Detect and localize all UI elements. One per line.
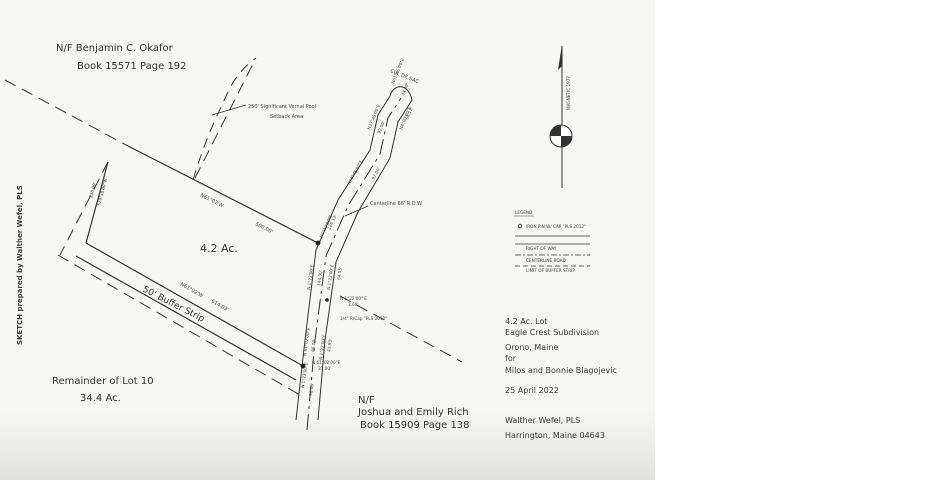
road-label-7d: 144.00': [316, 270, 323, 286]
legend-item-buffer: LIMIT OF BUFFER STRIP: [526, 268, 575, 273]
north-abutter-book: Book 15571 Page 192: [77, 61, 187, 72]
iron-pin-pls: [325, 298, 329, 302]
compass-quadrant-2: [561, 136, 572, 147]
legend-item-row: RIGHT OF WAY: [526, 246, 557, 251]
road-label-11d: 96.00': [308, 382, 315, 396]
road-label-2d: 92.00': [376, 120, 386, 134]
road-label-4: N57°45'00"E: [346, 159, 363, 185]
road-label-6d: 3.60': [348, 302, 358, 307]
vernal-pool-line-2: Setback Area: [270, 114, 303, 120]
vernal-pool-setback: [192, 57, 257, 181]
sketch-credit: SKETCH prepared by Walther Wefel, PLS: [16, 185, 24, 345]
road-label-6: N 1°22'00" E: [340, 296, 367, 301]
title-line-2: Eagle Crest Subdivision: [505, 328, 599, 337]
compass-quadrant-1: [550, 125, 561, 136]
south-abutter-book: Book 15909 Page 138: [360, 420, 470, 431]
title-line-4: for: [505, 354, 517, 363]
cul-de-sac-curve: [389, 86, 413, 101]
lot-boundary: [75, 145, 319, 381]
road-right-of-way: [295, 86, 413, 431]
centerline-label: Centerline 66' R.O.W.: [370, 201, 423, 207]
road-label-8d: 64.55': [336, 266, 343, 280]
lot-area: 4.2 Ac.: [200, 242, 238, 255]
remainder-line-1: Remainder of Lot 10: [52, 376, 154, 387]
row-west-side: [295, 95, 391, 421]
road-label-pin: 3/4" R/Cap "PLS 2012": [340, 316, 387, 321]
road-label-12: N 61°02'00"E: [312, 360, 341, 365]
north-abutter-line: [4, 79, 129, 147]
lot-north-line: [127, 145, 319, 244]
road-label-1d: 44.49': [400, 82, 410, 96]
road-label-11: N 1°22'00"E: [300, 362, 309, 388]
road-labels: N61°45'00"E 44.49' N37°45'00"E 92.00' N4…: [300, 57, 414, 396]
remainder-line-2: 34.4 Ac.: [80, 393, 121, 404]
legend-pin-icon: [517, 223, 523, 229]
legend-item-centerline: CENTERLINE ROAD: [526, 258, 566, 263]
south-abutter-name: Joshua and Emily Rich: [357, 407, 469, 418]
road-label-9: N 61°02'00"E: [302, 327, 311, 356]
north-abutter-name: N/F Benjamin C. Okafor: [56, 43, 174, 54]
road-label-4d: 92.00': [370, 167, 381, 181]
road-label-10: N 1°22'00"E: [318, 334, 327, 360]
plan-sheet: [0, 410, 655, 480]
title-line-3: Orono, Maine: [505, 343, 558, 352]
east-extension: [339, 295, 463, 363]
lot-south-distance: 614.03': [210, 299, 229, 314]
lot-north-distance: 500.00': [254, 221, 274, 235]
legend-title: LEGEND: [515, 210, 532, 215]
title-line-5: Milos and Bonnie Blagojevic: [505, 366, 617, 375]
road-label-5d: 126.13': [326, 214, 337, 230]
sheet-shadow: [0, 410, 655, 480]
lot-south-line: [85, 242, 304, 367]
north-arrow-head: [558, 44, 562, 70]
centerline-leader: [344, 205, 369, 217]
lot-west-distance: 250.00': [88, 182, 97, 199]
vernal-leader: [211, 104, 247, 116]
boundary-dashed-lines: [4, 59, 463, 396]
lot-north-bearing: N61°02'W: [199, 192, 224, 209]
row-east-side: [317, 99, 413, 421]
title-address: Harrington, Maine 04643: [505, 431, 605, 440]
centerline-road: [306, 97, 402, 431]
road-label-7: N 1°22'00"E: [306, 264, 315, 290]
iron-pin-north: [315, 240, 321, 246]
south-abutter-nf: N/F: [358, 395, 375, 406]
legend: LEGEND IRON PIN W/ CAP "PLS 2012" RIGHT …: [514, 210, 590, 273]
vernal-pool-arc: [194, 59, 256, 179]
lot-buffer-line: [75, 255, 297, 381]
road-label-8: N 1°22'00"E: [326, 264, 335, 290]
vernal-pool-line-1: 250' Significant Vernal Pool: [248, 104, 316, 110]
road-label-9d: 66.00': [310, 338, 317, 352]
road-label-12d: 33.00': [318, 366, 331, 371]
lot-west-line: [85, 161, 109, 244]
road-label-3d: 66.12': [404, 106, 414, 120]
west-dashed-line: [59, 161, 109, 256]
north-arrow: MAGNETIC 1977: [549, 44, 573, 188]
road-label-10d: 43.93': [326, 338, 333, 352]
south-lot-extension: [57, 254, 301, 396]
iron-pin-south: [300, 363, 306, 369]
lot-south-bearing: N61°02'W: [179, 282, 204, 300]
legend-item-pin: IRON PIN W/ CAP "PLS 2012": [526, 224, 586, 229]
title-surveyor: Walther Wefel, PLS: [505, 416, 580, 425]
title-line-1: 4.2 Ac. Lot: [505, 317, 547, 326]
title-block: 4.2 Ac. Lot Eagle Crest Subdivision Oron…: [505, 317, 617, 440]
north-arrow-label: MAGNETIC 1977: [566, 76, 571, 110]
title-date: 25 April 2022: [505, 386, 559, 395]
